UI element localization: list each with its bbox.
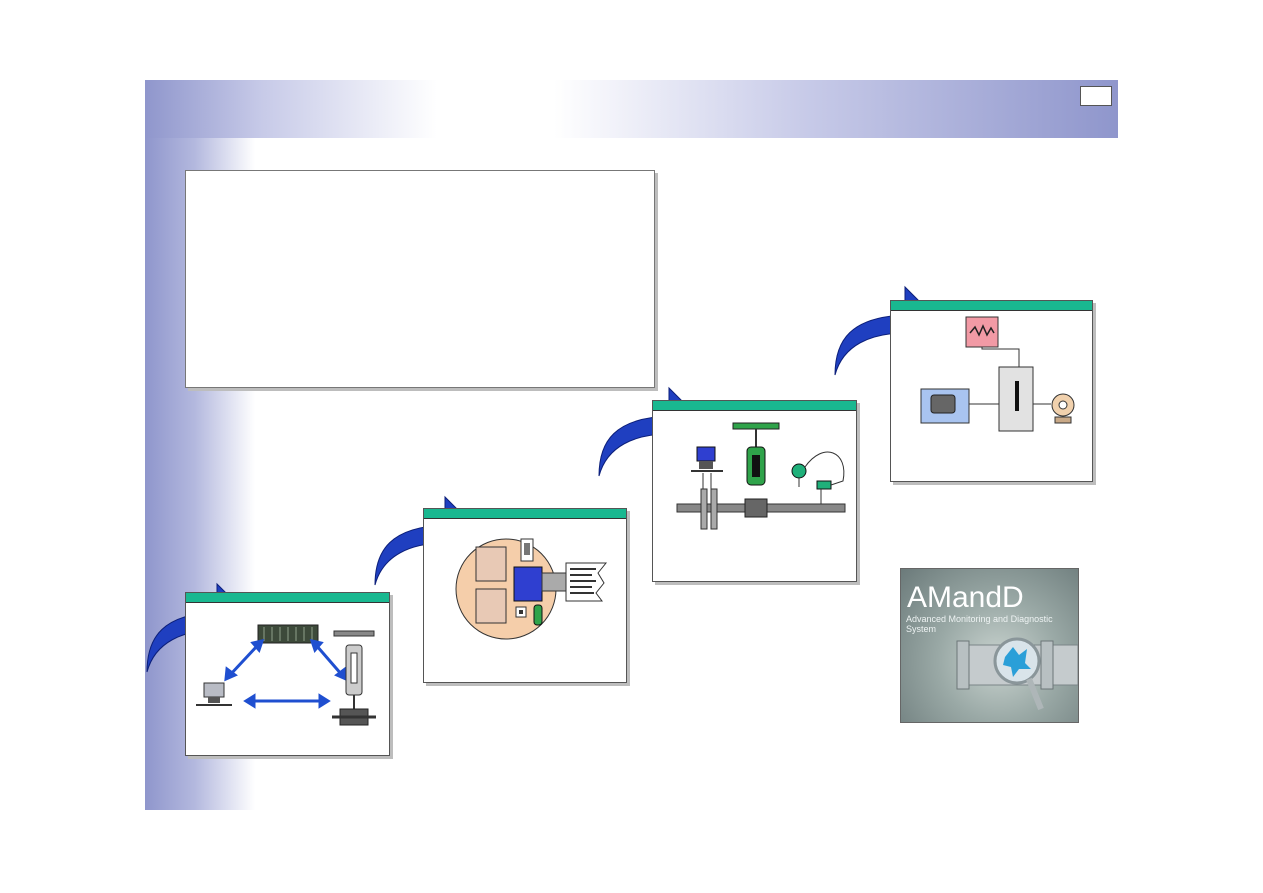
slide: AMandD Advanced Monitoring and Diagnosti… [145, 80, 1118, 810]
logo-title: AMandD [907, 581, 1024, 614]
device-board-icon [455, 538, 608, 640]
panel-header-bar [653, 401, 856, 411]
panel-header-bar [424, 509, 626, 519]
panel-pipeline-instruments [652, 400, 857, 582]
panel-motor-pump [890, 300, 1093, 482]
panel-header-bar [891, 301, 1092, 311]
panel-field-network [185, 592, 390, 756]
panel-header-bar [186, 593, 389, 603]
top-gradient-band [145, 80, 1118, 138]
logo-subtitle: Advanced Monitoring and Diagnostic Syste… [906, 614, 1053, 634]
text-box [185, 170, 655, 388]
pipeline-instruments-icon [676, 422, 846, 530]
amandd-logo: AMandD Advanced Monitoring and Diagnosti… [900, 568, 1079, 723]
pipe-magnifier-icon [956, 637, 1078, 711]
motor-pump-icon [920, 316, 1075, 432]
field-network-icon [196, 624, 376, 726]
page-number-box [1080, 86, 1112, 106]
panel-device-board [423, 508, 627, 683]
